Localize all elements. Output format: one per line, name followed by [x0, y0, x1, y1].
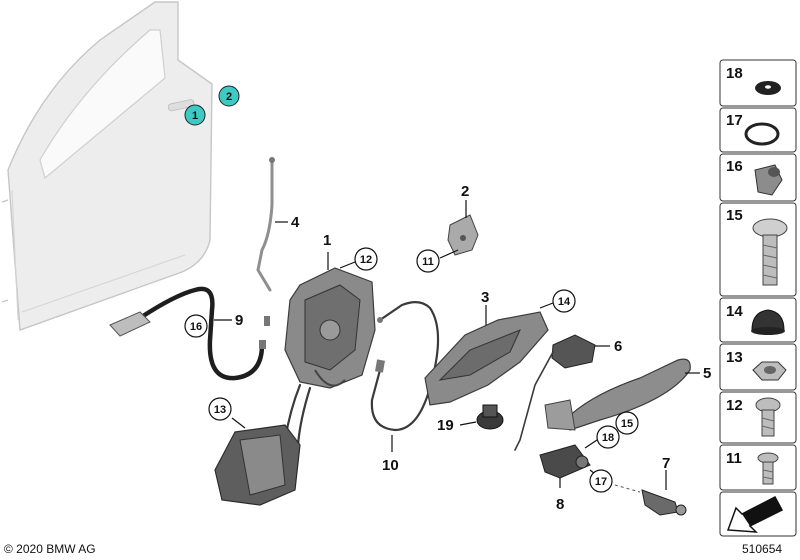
callout-12: 12 — [360, 254, 372, 266]
arrow-icon — [719, 491, 797, 537]
sidebar-item-15[interactable]: 15 — [719, 202, 797, 297]
sidebar-item-17-label: 17 — [726, 112, 743, 129]
callout-17: 17 — [595, 476, 607, 488]
callout-17-circle[interactable]: 17 — [589, 469, 613, 493]
callout-18-circle[interactable]: 18 — [596, 425, 620, 449]
part-19[interactable] — [476, 404, 504, 430]
callout-8[interactable]: 8 — [556, 496, 564, 513]
leader-13 — [231, 417, 246, 429]
callout-5[interactable]: 5 — [703, 365, 711, 382]
callout-7[interactable]: 7 — [662, 455, 670, 472]
callout-13-circle[interactable]: 13 — [208, 397, 232, 421]
door-illustration — [1, 1, 213, 331]
sidebar-item-14-label: 14 — [726, 303, 743, 320]
callout-14: 14 — [558, 296, 571, 308]
sidebar-item-16[interactable]: 16 — [719, 153, 797, 202]
leader-14 — [539, 302, 554, 309]
callout-15: 15 — [621, 418, 633, 430]
actuator-part[interactable] — [214, 424, 301, 506]
leader-19 — [459, 421, 477, 426]
parts-sidebar: 18 17 16 15 14 — [719, 59, 797, 537]
callout-4[interactable]: 4 — [291, 214, 300, 231]
callout-1[interactable]: 1 — [323, 232, 331, 249]
door-marker-2[interactable]: 2 — [218, 85, 240, 107]
rod-part-4[interactable] — [256, 157, 275, 292]
sidebar-item-16-label: 16 — [726, 158, 743, 175]
sidebar-item-14[interactable]: 14 — [719, 297, 797, 343]
callout-15-circle[interactable]: 15 — [615, 411, 639, 435]
outer-handle-part-5[interactable] — [544, 358, 691, 431]
bracket-part-2[interactable] — [447, 214, 479, 256]
callout-19[interactable]: 19 — [437, 417, 454, 434]
part-7[interactable] — [614, 484, 687, 516]
bowden-cable-part-10[interactable] — [370, 301, 440, 432]
callout-12-circle[interactable]: 12 — [354, 247, 378, 271]
door-marker-1[interactable]: 1 — [184, 104, 206, 126]
door-marker-1-label: 1 — [192, 110, 198, 122]
door-lock-part-1[interactable] — [284, 267, 376, 389]
callout-10[interactable]: 10 — [382, 457, 399, 474]
leader-18 — [584, 439, 598, 449]
callout-3[interactable]: 3 — [481, 289, 489, 306]
sidebar-item-11[interactable]: 11 — [719, 444, 797, 491]
callout-18: 18 — [602, 432, 614, 444]
callout-11-circle[interactable]: 11 — [416, 249, 440, 273]
lock-cylinder-part-8[interactable] — [539, 444, 591, 479]
sidebar-item-15-label: 15 — [726, 207, 743, 224]
callout-16: 16 — [190, 321, 202, 333]
leader-11 — [439, 249, 459, 259]
part-6[interactable] — [514, 334, 596, 451]
sidebar-item-18-label: 18 — [726, 65, 743, 82]
diagram-number: 510654 — [742, 542, 782, 556]
sidebar-item-11-label: 11 — [726, 450, 742, 467]
sidebar-item-13[interactable]: 13 — [719, 343, 797, 391]
callout-16-circle[interactable]: 16 — [184, 314, 208, 338]
callout-14-circle[interactable]: 14 — [552, 289, 576, 313]
callout-2[interactable]: 2 — [461, 183, 469, 200]
callout-9[interactable]: 9 — [235, 312, 243, 329]
sidebar-item-17[interactable]: 17 — [719, 107, 797, 153]
sidebar-item-13-label: 13 — [726, 349, 743, 366]
sidebar-item-12[interactable]: 12 — [719, 391, 797, 444]
cable-part-9[interactable] — [109, 286, 270, 381]
door-marker-2-label: 2 — [226, 91, 232, 103]
sidebar-item-18[interactable]: 18 — [719, 59, 797, 107]
callout-13: 13 — [214, 404, 226, 416]
leader-12 — [339, 261, 356, 269]
sidebar-item-12-label: 12 — [726, 397, 743, 414]
handle-carrier-part-3[interactable] — [424, 311, 549, 406]
copyright-text: © 2020 BMW AG — [4, 542, 96, 556]
callout-6[interactable]: 6 — [614, 338, 622, 355]
callout-11: 11 — [422, 256, 434, 268]
